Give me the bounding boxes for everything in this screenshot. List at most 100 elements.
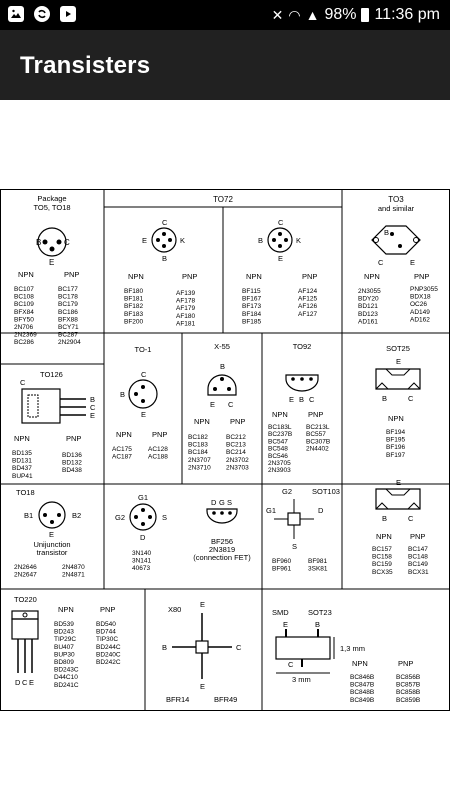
mute-icon: ✕ [271,6,284,23]
pnp-header: PNP [398,659,413,668]
part-number: 3N140 [132,550,152,557]
pin-dot [156,238,160,242]
status-bar: ✕ ◠ ▲ 98% 11:36 pm [0,0,450,30]
part-number: BC213 [226,442,246,449]
npn-header: NPN [58,605,74,614]
part-number: BC184 [188,449,208,456]
part-number: BD243C [54,667,79,674]
part-number: AC128 [148,446,168,453]
part-number: BF200 [124,318,144,325]
part-number: BC214 [226,449,246,456]
part-number: BC548 [268,446,288,453]
clock: 11:36 pm [374,6,440,23]
pin-dot [390,232,394,236]
pnp-header: PNP [66,434,81,443]
pin-dot [284,238,288,242]
pin-label: C [408,514,414,523]
part-number: BD121 [358,303,378,310]
package-outline [287,512,301,526]
pin-dot [300,377,304,381]
part-number: AF180 [176,313,196,320]
cell-subtitle: and similar [378,204,415,213]
part-number: AF124 [298,288,318,295]
pin-label: B [162,254,167,263]
pin-label: C [90,403,96,412]
package-outline [151,227,177,253]
pin-dot [227,387,231,391]
part-number: BD809 [54,659,74,666]
cell-title: TO220 [14,595,37,604]
part-number: BC108 [14,294,34,301]
pin-label: S [227,498,232,507]
pin-dot [168,238,172,242]
pin-label: E [210,400,215,409]
cell-fet-3pin: D G S BF256 2N3819 (connection FET) [193,498,251,562]
dimension-label: 1,3 mm [340,644,365,653]
pnp-header: PNP [230,417,245,426]
pin-label: E [278,254,283,263]
part-number: BF197 [386,452,406,459]
part-number: BFX88 [58,316,78,323]
cell-x55: X-55 B E C NPN PNP BC182BC183BC1842N3707… [188,342,249,471]
part-number: BC237B [268,431,292,438]
part-number: BD244C [96,644,121,651]
package-outline [375,488,421,510]
pnp-header: PNP [308,410,323,419]
pnp-header: PNP [414,272,429,281]
part-number: TIP29C [54,636,76,643]
part-number: BF981 [308,558,328,565]
battery-level: 98% [324,6,357,23]
cell-to18-unijunction: TO18 B1 E B2 Unijunction transistor 2N26… [14,488,85,579]
package-outline [195,640,209,654]
pin-label: B1 [24,511,33,520]
part-number: BD131 [12,458,32,465]
dimension-label: 3 mm [292,675,311,684]
pin-label: C [162,218,168,227]
pin-label: G1 [266,506,276,515]
part-number: BFY50 [14,316,34,323]
pin-label: C [64,238,70,247]
package-tab [375,382,421,390]
part-number: BC848B [350,689,374,696]
part-number: BC147 [408,546,428,553]
part-number: AD161 [358,318,378,325]
part-number: BC157 [372,546,392,553]
package-outline [37,227,67,257]
cell-title: SOT103 [312,487,340,496]
pin-label: K [180,236,185,245]
part-number: BD540 [96,621,116,628]
part-number: BC148 [408,554,428,561]
pin-label: E [49,530,54,539]
pin-label: B [120,390,125,399]
npn-header: NPN [14,434,30,443]
part-number: BC287 [58,332,78,339]
pnp-header: PNP [182,272,197,281]
cell-title: TO-1 [135,345,152,354]
system-status: ✕ ◠ ▲ 98% 11:36 pm [272,6,440,24]
part-number: AC175 [112,446,132,453]
part-number: BD438 [62,467,82,474]
part-number: BF180 [124,288,144,295]
part-number: BD437 [12,465,32,472]
pin-dot [141,522,145,526]
part-number: BC212 [226,434,246,441]
part-number: BCY71 [58,324,79,331]
part-number: BC107 [14,286,34,293]
cell-x80: X80 E C B E BFR14 BFR49 [162,600,242,704]
pin-dot [50,520,54,524]
pin-dot [278,232,282,236]
package-outline [275,636,331,660]
npn-header: NPN [194,417,210,426]
part-number: BC847B [350,682,374,689]
npn-header: NPN [128,272,144,281]
grid-lines [0,189,450,711]
caption: (connection FET) [193,553,251,562]
